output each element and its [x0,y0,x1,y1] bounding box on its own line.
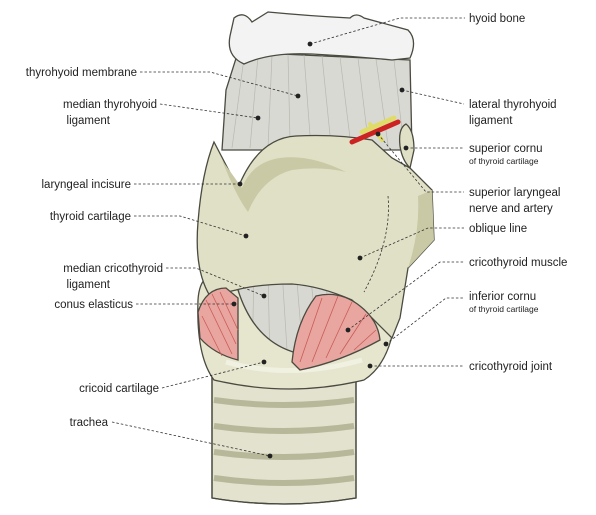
right-labels: hyoid bone lateral thyrohyoid ligament s… [469,13,567,373]
label-superior-laryngeal-line2: nerve and artery [469,203,553,215]
trachea-illustration [211,359,357,505]
thyroid-cartilage-illustration [196,134,435,340]
superior-laryngeal-nerve-artery-illustration [349,115,401,145]
label-cricothyroid-muscle: cricothyroid muscle [469,257,567,269]
leader-lines [111,17,465,459]
label-inferior-cornu-line2: of thyroid cartilage [469,304,539,314]
label-superior-cornu-line1: superior cornu [469,143,543,155]
label-lateral-thyrohyoid-ligament-line1: lateral thyrohyoid [469,99,557,111]
label-oblique-line: oblique line [469,223,527,235]
label-cricoid-cartilage: cricoid cartilage [79,383,159,395]
left-labels: thyrohyoid membrane median thyrohyoid li… [26,67,163,429]
label-conus-elasticus: conus elasticus [54,299,133,311]
hyoid-bone-illustration [228,11,415,65]
label-lateral-thyrohyoid-ligament-line2: ligament [469,115,513,127]
label-superior-laryngeal-line1: superior laryngeal [469,187,560,199]
label-median-thyrohyoid-ligament-line2: ligament [67,115,111,127]
label-inferior-cornu-line1: inferior cornu [469,291,536,303]
label-trachea: trachea [70,417,109,429]
label-median-cricothyroid-ligament-line1: median cricothyroid [63,263,163,275]
label-thyrohyoid-membrane: thyrohyoid membrane [26,67,137,79]
thyrohyoid-membrane-illustration [221,51,413,151]
label-laryngeal-incisure: laryngeal incisure [42,179,132,191]
label-cricothyroid-joint: cricothyroid joint [469,361,553,373]
label-superior-cornu-line2: of thyroid cartilage [469,156,539,166]
cricothyroid-muscle-illustration [197,287,381,371]
label-hyoid-bone: hyoid bone [469,13,525,25]
label-median-thyrohyoid-ligament-line1: median thyrohyoid [63,99,157,111]
label-thyroid-cartilage: thyroid cartilage [50,211,131,223]
label-median-cricothyroid-ligament-line2: ligament [67,279,111,291]
